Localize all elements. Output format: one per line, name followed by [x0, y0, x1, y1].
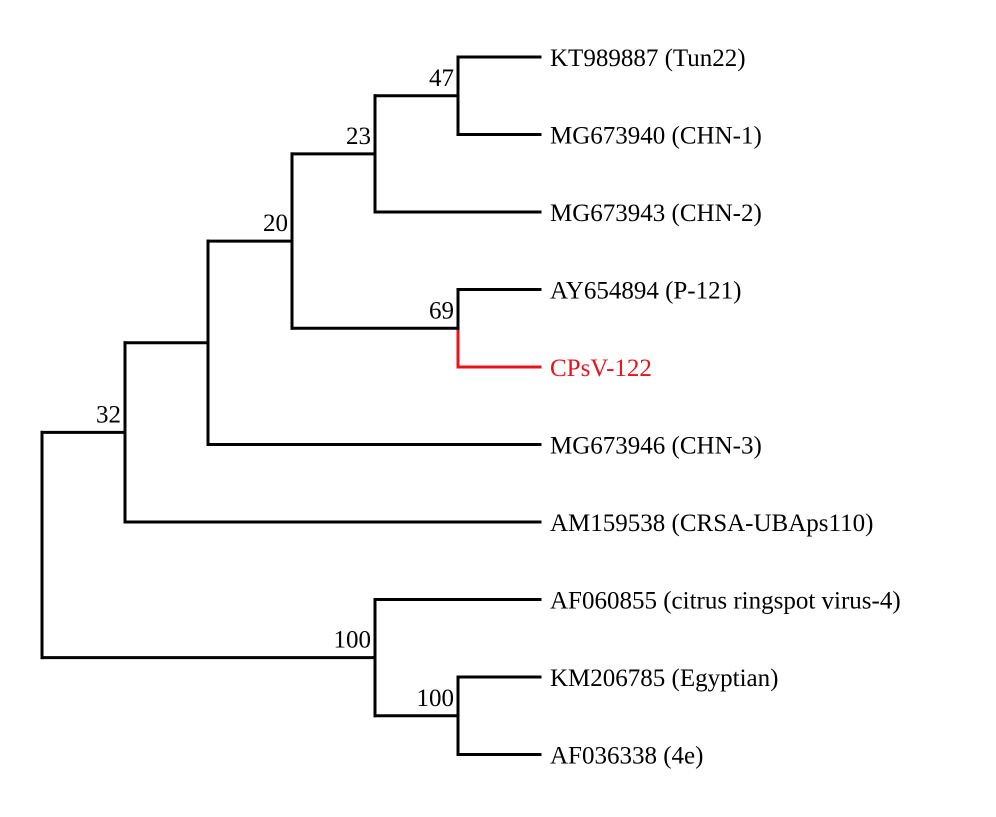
support-value-n20: 20	[263, 210, 288, 237]
leaf-label-L2: MG673940 (CHN-1)	[550, 123, 762, 150]
leaf-label-L1: KT989887 (Tun22)	[550, 45, 746, 72]
support-value-n69: 69	[429, 297, 454, 324]
support-value-n100a: 100	[334, 627, 372, 654]
leaf-label-L4: AY654894 (P-121)	[550, 278, 741, 305]
leaf-label-L3: MG673943 (CHN-2)	[550, 200, 762, 227]
support-value-n47: 47	[429, 65, 454, 92]
support-values: 47 23 69 20 32 100 100	[96, 65, 454, 712]
support-value-n32: 32	[96, 401, 121, 428]
leaf-label-L6: MG673946 (CHN-3)	[550, 433, 762, 460]
leaf-label-L5: CPsV-122	[550, 355, 652, 382]
leaf-label-L8: AF060855 (citrus ringspot virus-4)	[550, 588, 901, 615]
leaf-label-L10: AF036338 (4e)	[550, 743, 703, 770]
tree-branches	[40, 55, 542, 756]
leaf-label-L9: KM206785 (Egyptian)	[550, 665, 778, 692]
support-value-n100b: 100	[417, 685, 455, 712]
leaf-label-L7: AM159538 (CRSA-UBAps110)	[550, 510, 873, 537]
leaf-labels: KT989887 (Tun22) MG673940 (CHN-1) MG673943…	[550, 45, 901, 770]
support-value-n23: 23	[346, 123, 371, 150]
